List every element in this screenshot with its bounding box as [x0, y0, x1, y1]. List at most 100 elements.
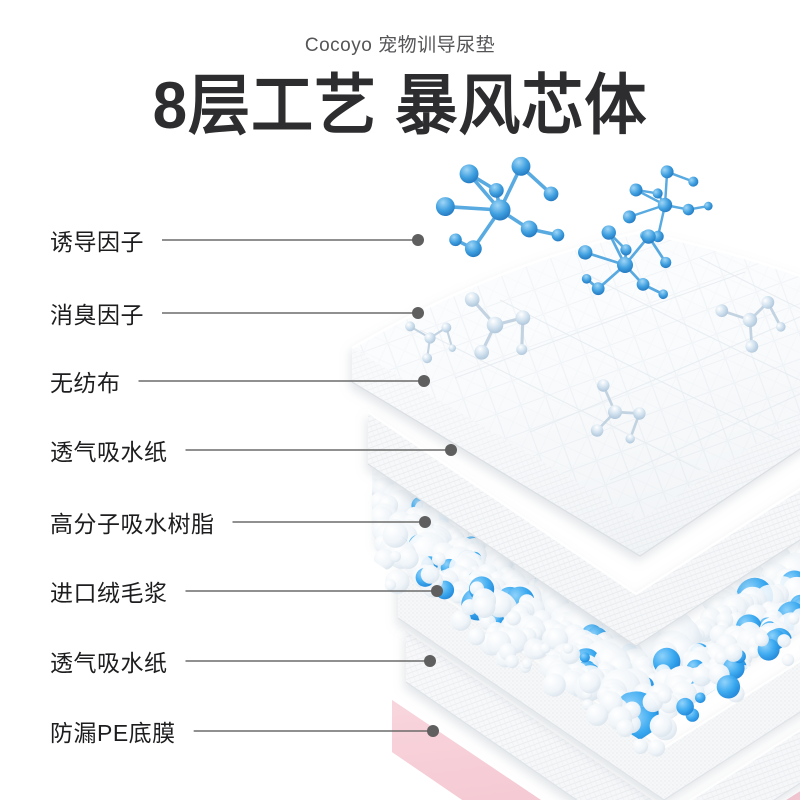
sap-bead-white: [748, 595, 762, 610]
brand-subtitle: Cocoyo 宠物训导尿垫: [304, 35, 496, 56]
sap-bead-white: [447, 547, 465, 564]
sap-bead-white: [714, 599, 732, 616]
sap-bead-white: [757, 622, 784, 649]
sap-bead-white: [672, 640, 687, 654]
sap-bead-white: [647, 683, 674, 710]
sap-bead-white: [400, 515, 415, 530]
sap-bead-white: [781, 653, 795, 667]
sap-bead-white: [585, 703, 609, 726]
molecule-bond: [467, 172, 499, 193]
molecule-atom: [658, 289, 669, 300]
sap-bead-white: [382, 536, 410, 563]
sap-bead-white: [551, 602, 597, 648]
sap-bead-white: [724, 599, 741, 616]
sap-bead-white: [421, 565, 436, 580]
molecule-atom: [489, 199, 511, 221]
sap-bead-blue: [411, 496, 430, 515]
sap-bead-white: [539, 654, 566, 680]
sap-bead-blue: [791, 597, 800, 620]
sap-bead-blue: [757, 638, 780, 661]
sap-bead-white: [596, 663, 617, 684]
sap-bead-white: [659, 694, 679, 714]
molecule-atom: [607, 404, 623, 420]
molecule-atom: [551, 228, 565, 242]
sap-bead-white: [682, 651, 696, 664]
callout-label-pe-bottom-film: 防漏PE底膜: [50, 720, 176, 746]
callout-label-breathable-paper-2: 透气吸水纸: [50, 650, 168, 676]
molecule-blue-cluster: [622, 165, 713, 243]
molecule-bond: [480, 323, 497, 354]
sap-bead-white: [597, 617, 620, 639]
sap-bead-white: [761, 626, 774, 639]
sap-bead-white: [709, 589, 736, 617]
sap-bead-white: [542, 587, 556, 601]
sap-bead-white: [566, 600, 579, 613]
molecule-atom: [581, 274, 592, 284]
sap-bead-white: [600, 668, 642, 710]
callout-label-nonwoven-fabric: 无纺布: [50, 370, 121, 396]
sap-bead-white: [372, 506, 394, 530]
molecule-atom: [742, 312, 758, 328]
sap-bead-white: [664, 665, 703, 704]
sap-bead-white: [479, 632, 504, 656]
sap-bead-white: [749, 560, 778, 589]
molecule-bond: [445, 326, 454, 350]
sap-bead-white: [473, 595, 496, 619]
sap-bead-white: [707, 596, 731, 620]
sap-bead-white: [457, 553, 472, 568]
sap-bead-white: [425, 532, 448, 554]
sap-bead-white: [620, 652, 637, 669]
sap-bead-white: [582, 634, 596, 647]
molecule-atom: [464, 292, 480, 307]
sap-bead-white: [466, 529, 495, 558]
sap-bead-white: [504, 580, 526, 603]
sap-bead-white: [407, 524, 433, 550]
sap-bead-white: [482, 595, 502, 616]
sap-bead-white: [402, 551, 419, 569]
sap-bead-white: [691, 646, 712, 667]
sap-bead-white: [387, 539, 417, 569]
sap-bead-blue: [467, 524, 489, 546]
sap-bead-white: [459, 579, 478, 598]
sap-bead-blue: [685, 708, 700, 722]
sap-bead-white: [642, 691, 663, 713]
sap-bead-white: [586, 668, 605, 687]
sap-bead-white: [727, 684, 745, 703]
sap-bead-white: [667, 638, 695, 666]
molecule-atom: [776, 322, 786, 332]
sap-bead-white: [520, 590, 543, 612]
sap-bead-white: [604, 698, 629, 723]
sap-bead-white: [719, 650, 738, 669]
sap-bead-white: [561, 605, 608, 652]
sap-bead-white: [424, 573, 442, 590]
sap-bead-white: [607, 656, 633, 682]
sap-bead-white: [728, 596, 750, 618]
sap-bead-white: [426, 525, 449, 548]
sap-bead-white: [590, 653, 607, 671]
sap-bead-blue: [623, 706, 661, 740]
sap-bead-white: [726, 631, 743, 648]
sap-bead-white: [624, 674, 647, 697]
molecule-atom: [633, 407, 646, 420]
sap-bead-white: [414, 535, 441, 562]
molecule-bond: [748, 301, 770, 322]
sap-bead-blue: [388, 535, 409, 556]
sap-bead-white: [402, 513, 426, 536]
sap-bead-white: [614, 668, 652, 705]
sap-bead-white: [569, 618, 587, 637]
sap-bead-white: [474, 577, 501, 604]
sap-bead-white: [505, 654, 519, 669]
sap-bead-blue: [456, 550, 479, 573]
sap-bead-white: [512, 611, 533, 632]
sap-bead-white: [430, 542, 456, 568]
sap-bead-white: [420, 571, 447, 598]
leader-dot-breathable-paper-2: [424, 655, 436, 667]
sap-bead-white: [529, 642, 547, 659]
sap-bead-white: [727, 579, 746, 598]
sap-bead-white: [599, 697, 617, 716]
molecule-atom: [616, 256, 634, 274]
sap-bead-white: [499, 643, 517, 661]
sap-bead-white: [546, 659, 572, 686]
sap-bead-white: [745, 559, 769, 584]
sap-bead-white: [741, 573, 762, 594]
